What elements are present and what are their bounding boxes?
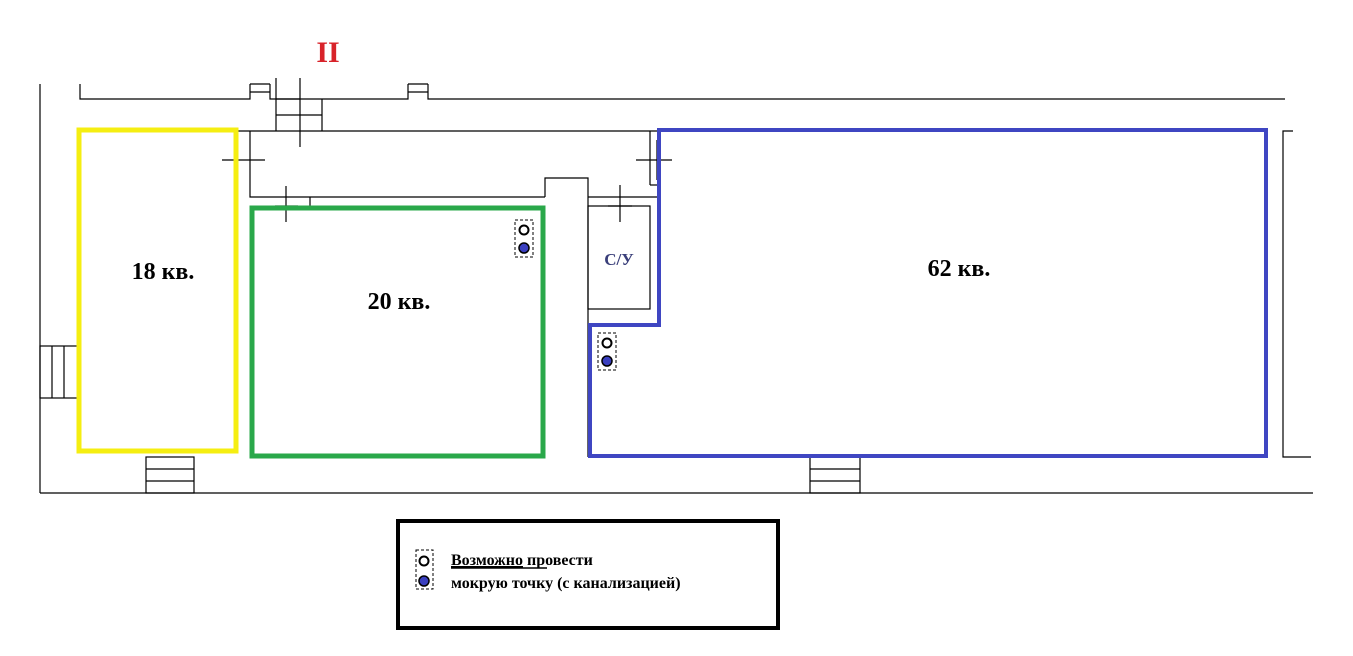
legend-box xyxy=(396,519,780,630)
wet-point-marker-room-62 xyxy=(597,332,617,371)
room-18-outline xyxy=(76,127,239,454)
bottom-stairs-left xyxy=(145,456,195,494)
bottom-stairs-right xyxy=(809,456,861,494)
legend-line-2: мокрую точку (с канализацией) xyxy=(451,575,681,592)
wet-point-marker-room-20 xyxy=(514,219,534,258)
legend-marker-icon xyxy=(415,549,434,590)
corridor xyxy=(222,130,672,457)
room-62-outline xyxy=(588,128,1268,458)
room-18-label: 18 кв. xyxy=(132,259,195,285)
bathroom-label: С/У xyxy=(604,250,634,269)
top-entrance xyxy=(275,78,323,147)
room-20-outline xyxy=(249,205,546,459)
left-stairs xyxy=(39,345,79,399)
outer-walls xyxy=(39,83,1313,494)
legend-line-1-underlined: Возможно xyxy=(451,552,523,569)
section-marker: II xyxy=(316,36,339,69)
legend-line-1-rest: провести xyxy=(523,552,593,569)
legend-line-1: Возможно провести xyxy=(451,552,593,569)
room-62-label: 62 кв. xyxy=(928,256,991,282)
bathroom xyxy=(587,205,651,310)
room-20-label: 20 кв. xyxy=(368,289,431,315)
